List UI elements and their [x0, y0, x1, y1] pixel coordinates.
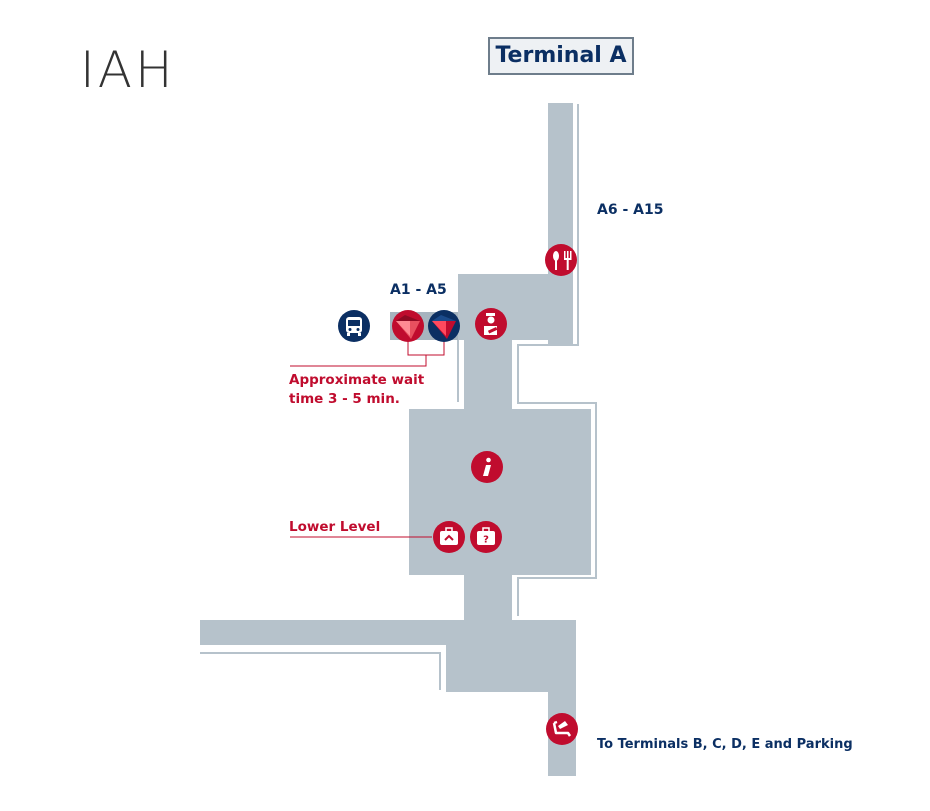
lower-level-label: Lower Level: [289, 519, 381, 535]
airport-code: IAH: [80, 41, 176, 99]
svg-text:?: ?: [483, 535, 489, 546]
outline-south-left: [200, 652, 441, 690]
wait-time-line1: Approximate wait: [289, 372, 425, 388]
callout-lines: [290, 340, 445, 538]
main-hall: [409, 409, 591, 575]
corridor-fills: [200, 103, 591, 776]
wait-time-bracket: [290, 340, 445, 367]
center-spine: [464, 274, 512, 414]
south-pier: [548, 620, 576, 776]
dining-icon[interactable]: [545, 244, 577, 276]
security-checkpoint-icon[interactable]: [475, 308, 507, 340]
lower-spine: [464, 570, 512, 622]
terminal-title: Terminal A: [488, 37, 634, 75]
information-icon[interactable]: [471, 451, 503, 483]
destination-label: To Terminals B, C, D, E and Parking: [597, 737, 853, 752]
gates-west-label: A1 - A5: [390, 282, 447, 298]
baggage-claim-icon[interactable]: [433, 521, 465, 553]
lost-baggage-icon[interactable]: ?: [470, 521, 502, 553]
wait-time-line2: time 3 - 5 min.: [289, 391, 400, 407]
shuttle-bus-icon[interactable]: [338, 310, 370, 342]
delta-checkin-counter-icon[interactable]: [428, 310, 460, 342]
outline-west-arm: [448, 334, 459, 402]
skyteam-lounge-icon[interactable]: [546, 713, 578, 745]
gates-north-label: A6 - A15: [597, 202, 664, 218]
delta-checkin-kiosk-icon[interactable]: [392, 310, 424, 342]
